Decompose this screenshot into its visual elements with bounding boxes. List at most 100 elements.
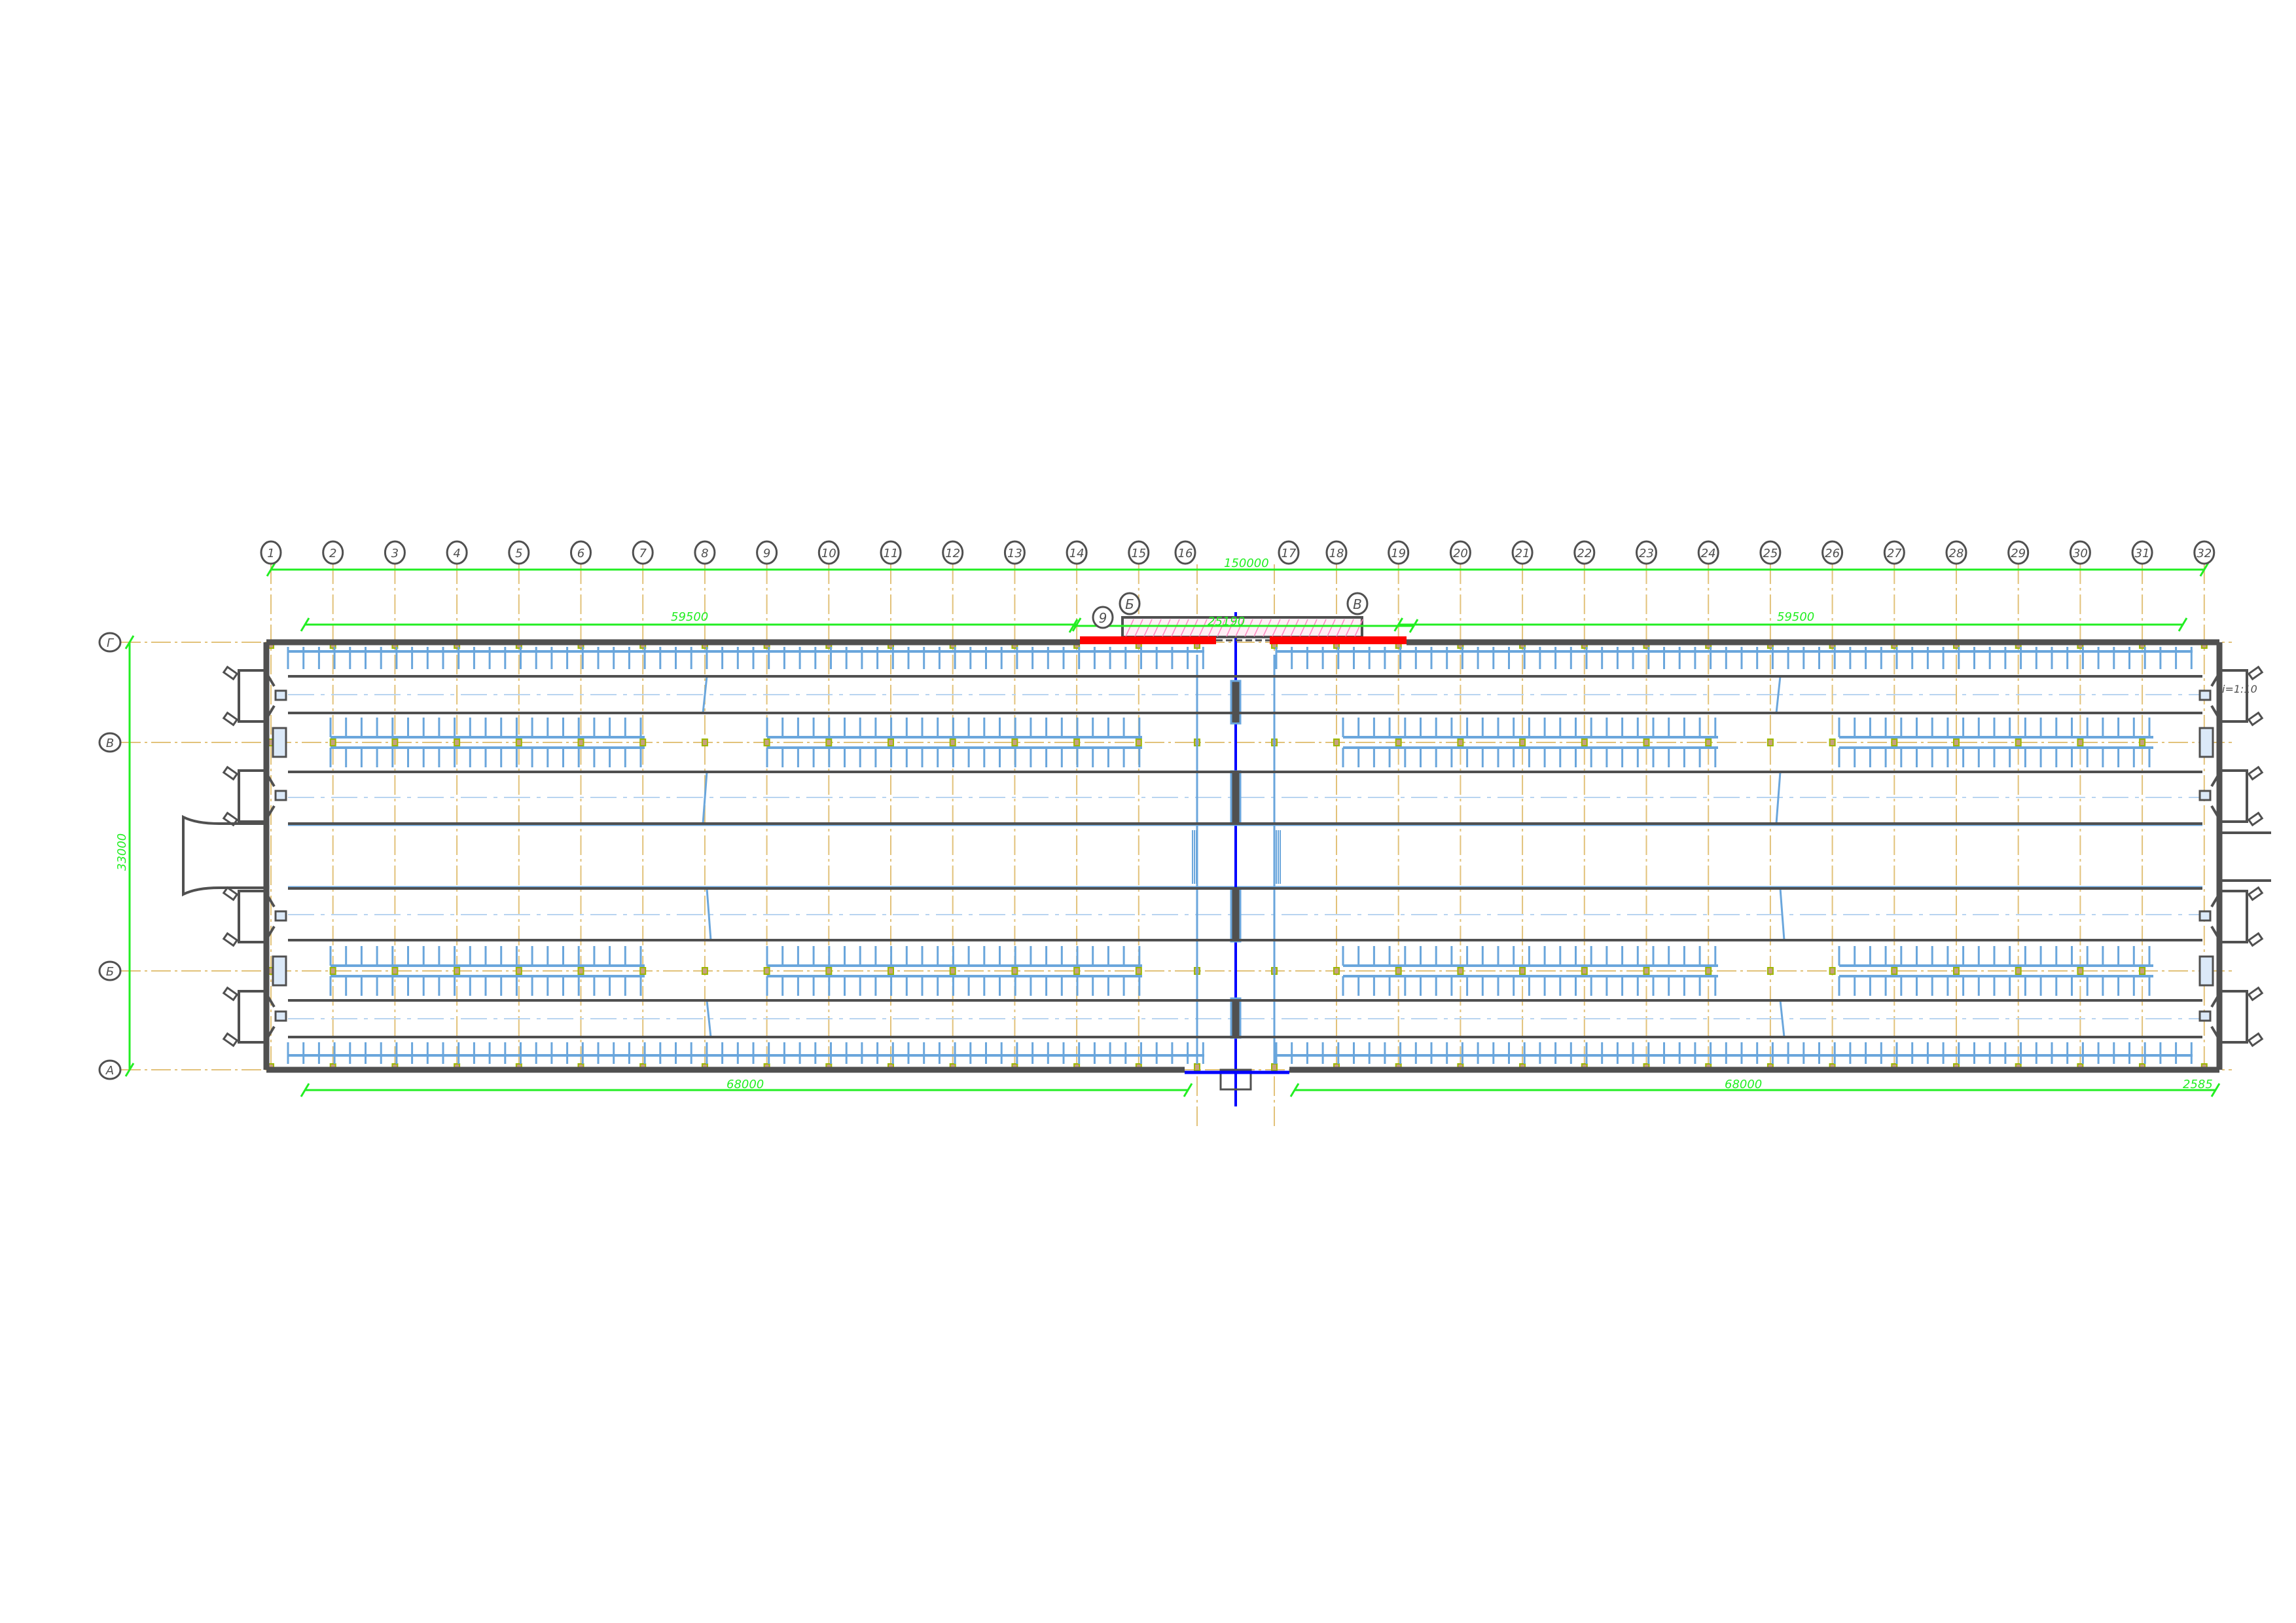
water-trough <box>2198 790 2212 801</box>
door-leaf <box>265 704 276 720</box>
annex-hatch <box>1217 619 1226 637</box>
dimension-tick <box>2210 1083 2221 1097</box>
column-marker <box>825 739 833 746</box>
water-trough <box>274 689 287 701</box>
axis-bubble <box>1174 540 1196 565</box>
row-axis-label: Б <box>106 965 114 979</box>
column-axis-marker: 13 <box>1003 540 1026 565</box>
annex-hatch <box>1134 619 1143 637</box>
annex-hatch <box>1327 619 1336 637</box>
axis-bubble <box>1636 540 1657 565</box>
column-marker <box>1891 739 1898 746</box>
column-marker <box>1457 739 1464 746</box>
axis-bubble <box>1066 540 1088 565</box>
gate-line <box>1775 676 1782 714</box>
column-axis-label: 25 <box>1763 547 1778 560</box>
column-marker <box>949 967 956 975</box>
column-axis-marker: 14 <box>1066 540 1088 565</box>
bollard <box>222 711 239 727</box>
bollard <box>222 765 239 781</box>
axis-bubble <box>384 540 406 565</box>
dim-overall-length: 150000 <box>1224 556 1269 570</box>
axis-bubble <box>2069 540 2091 565</box>
column-marker <box>1457 967 1464 975</box>
vestibule <box>2218 890 2248 943</box>
axis-bubble <box>1759 540 1782 565</box>
column-axis-marker: 30 <box>2069 540 2091 565</box>
column-marker <box>1767 739 1774 746</box>
column-marker <box>577 739 584 746</box>
axis-bubble <box>1003 540 1026 565</box>
dim-overall-width: 33000 <box>115 833 129 871</box>
axis-bubble <box>98 732 122 753</box>
column-marker <box>1519 739 1526 746</box>
column-axis-marker: 16 <box>1174 540 1196 565</box>
column-axis-marker: 12 <box>942 540 964 565</box>
vestibule <box>238 669 268 723</box>
annex-hatch <box>1198 619 1208 637</box>
water-trough <box>2198 1010 2212 1022</box>
annex-hatch <box>1235 619 1244 637</box>
axis-bubble <box>446 540 468 565</box>
dim-bottom-right: 68000 <box>1725 1078 1762 1091</box>
column-marker <box>949 739 956 746</box>
dimension-tick <box>124 1063 135 1077</box>
column-axis-marker: 21 <box>1511 540 1534 565</box>
row-axis-marker: Б <box>98 960 122 981</box>
gate-line <box>1775 771 1782 824</box>
annex-hatch <box>1244 619 1253 637</box>
annex-hatch <box>1208 619 1217 637</box>
bollard <box>222 986 239 1002</box>
column-marker <box>1705 967 1712 975</box>
column-axis-label: 29 <box>2011 547 2026 560</box>
column-axis-marker: 24 <box>1697 540 1719 565</box>
annex-hatch <box>1143 619 1153 637</box>
slope-note: i=1:10 <box>2222 683 2257 695</box>
axis-bubble <box>1278 540 1300 565</box>
door-leaf <box>2210 704 2221 720</box>
svg-text:9: 9 <box>1099 610 1107 626</box>
column-axis-label: 15 <box>1131 547 1146 560</box>
column-marker <box>1581 739 1588 746</box>
column-axis-marker: 4 <box>446 540 468 565</box>
column-marker <box>2077 967 2084 975</box>
column-marker <box>454 967 461 975</box>
column-axis-marker: 27 <box>1883 540 1905 565</box>
column-axis-label: 12 <box>945 547 960 560</box>
column-marker <box>515 967 522 975</box>
dimension-tick <box>2178 617 2188 632</box>
column-axis-marker: 32 <box>2193 540 2215 565</box>
axis-bubble <box>1449 540 1471 565</box>
axis-bubble <box>817 540 840 565</box>
column-marker <box>701 739 708 746</box>
column-axis-label: 19 <box>1391 547 1406 560</box>
column-marker <box>2139 967 2146 975</box>
dimension-tick <box>1183 1083 1193 1097</box>
column-axis-label: 31 <box>2135 547 2150 560</box>
axis-bubble <box>1128 540 1150 565</box>
bollard <box>222 665 239 681</box>
axis-bubble <box>1325 540 1348 565</box>
center-equipment-block <box>1230 997 1242 1039</box>
dimension-tick <box>1068 619 1079 633</box>
center-equipment-block <box>1230 770 1242 826</box>
column-marker <box>1705 739 1712 746</box>
column-marker <box>2077 739 2084 746</box>
column-marker <box>1829 967 1836 975</box>
door-leaf <box>265 672 276 687</box>
column-marker <box>1643 739 1650 746</box>
feeder-unit <box>272 727 287 758</box>
annex-marker-v: В <box>1346 592 1369 615</box>
annex-hatch <box>1162 619 1171 637</box>
axis-bubble <box>260 540 282 565</box>
column-marker <box>1519 967 1526 975</box>
dimension-tick <box>300 1083 310 1097</box>
column-marker <box>577 967 584 975</box>
dim-end-offset: 2585 <box>2183 1078 2213 1091</box>
column-marker <box>391 967 399 975</box>
annex-hatch <box>1153 619 1162 637</box>
column-axis-marker: 23 <box>1636 540 1657 565</box>
column-axis-label: 5 <box>515 547 522 560</box>
column-axis-marker: 17 <box>1278 540 1300 565</box>
